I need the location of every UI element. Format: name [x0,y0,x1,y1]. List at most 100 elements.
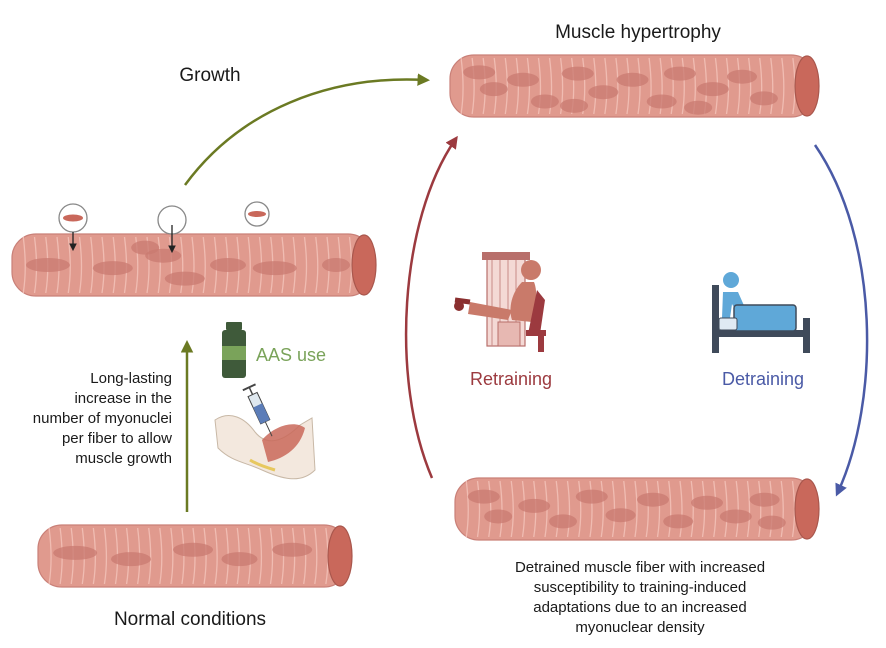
fiber-stripe [148,527,152,585]
myonucleus [463,65,496,80]
aas-use-label: AAS use [256,345,326,365]
myonucleus [467,489,500,504]
myonucleus [479,82,508,97]
myonucleus [684,100,713,115]
fiber-stripe [22,236,26,294]
myonucleus [588,85,619,100]
fiber-stripe [510,480,514,538]
myonucleus [560,98,589,113]
myonucleus [221,552,258,567]
myonucleus [575,489,608,504]
myonucleus [26,258,70,272]
fiber-end [794,478,820,540]
fiber-stripe [548,57,553,115]
growth-label: Growth [179,65,240,86]
fiber-stripe [659,57,663,115]
myonucleus [111,552,151,567]
fiber-stripe [515,57,520,115]
myonucleus [637,492,669,507]
fiber-stripe [67,236,71,294]
fiber-end [351,234,377,296]
detrained-line-1: Detrained muscle fiber with increased [515,559,765,576]
fiber-stripe [724,480,728,538]
fiber-stripe [214,527,218,585]
myonucleus [53,545,98,560]
myonucleus [727,69,757,84]
long-lasting-line-5: muscle growth [75,450,172,467]
fiber-stripe [626,57,630,115]
fiber-stripe [203,527,207,585]
fiber-stripe [555,480,559,538]
detrained-line-4: myonuclear density [575,619,705,636]
fiber-stripe [181,527,185,585]
myonucleus [92,261,133,276]
fiber-stripe [537,57,542,115]
fiber-stripe [770,57,774,115]
myonucleus [484,509,513,524]
myonucleus [663,66,696,81]
fiber-stripe [465,480,469,538]
myonucleus [696,82,729,97]
nucleus-pin-3 [244,201,270,227]
fiber-stripe [48,527,52,585]
myonucleus [164,271,205,286]
detrained-line-2: susceptibility to training-induced [534,579,747,596]
fiber-stripe [600,480,604,538]
fiber-stripe [170,527,174,585]
bed-patient-icon [712,272,810,353]
medicine-bottle-icon [222,322,246,378]
fiber-stripe [670,57,674,115]
fiber-stripe [781,57,785,115]
myonucleus [616,72,649,87]
fiber-stripe [314,527,318,585]
fiber-stripe [758,480,762,538]
detrained-fiber [454,477,820,541]
myonucleus [719,509,752,524]
fiber-stripe [471,57,475,115]
myonucleus [322,258,350,272]
fiber-stripe [135,236,139,294]
fiber-stripe [559,57,564,115]
hypertrophy-fiber [449,54,820,118]
fiber-stripe [103,527,108,585]
retraining-label: Retraining [470,369,552,389]
fiber-stripe [736,57,741,115]
myonucleus [757,515,786,530]
long-lasting-line-4: per fiber to allow [62,430,172,447]
long-lasting-line-2: increase in the [74,390,172,407]
myonucleus [507,72,539,87]
fiber-end [794,55,820,117]
fiber-stripe [269,527,274,585]
fiber-stripe [315,236,319,294]
fiber-stripe [526,57,531,115]
syringe-arm-icon [214,383,316,480]
myonucleus [252,261,297,276]
fiber-stripe [746,480,751,538]
myonucleus [131,240,160,255]
fiber-stripe [747,57,752,115]
fiber-stripe [157,236,161,294]
myonucleus [530,94,559,109]
detraining-arrow [813,144,869,497]
fiber-stripe [291,527,296,585]
myonucleus [605,508,636,523]
nucleus-pin-2 [157,205,187,254]
fiber-stripe [645,480,649,538]
normal-conditions-label: Normal conditions [114,609,266,630]
fiber-stripe [701,480,706,538]
fiber-stripe [180,236,184,294]
top-title: Muscle hypertrophy [555,22,721,43]
retraining-arrow [404,135,458,479]
aas-fiber [11,233,377,297]
fiber-stripe [679,480,683,538]
detrained-description: Detrained muscle fiber with increased su… [515,559,765,636]
fiber-stripe [578,480,582,538]
myonucleus [691,495,723,510]
fiber-stripe [460,57,464,115]
long-lasting-line-1: Long-lasting [90,370,172,387]
fiber-stripe [615,57,619,115]
fiber-stripe [668,480,672,538]
fiber-stripe [303,527,307,585]
fiber-stripe [648,57,652,115]
myonucleus [749,91,778,106]
